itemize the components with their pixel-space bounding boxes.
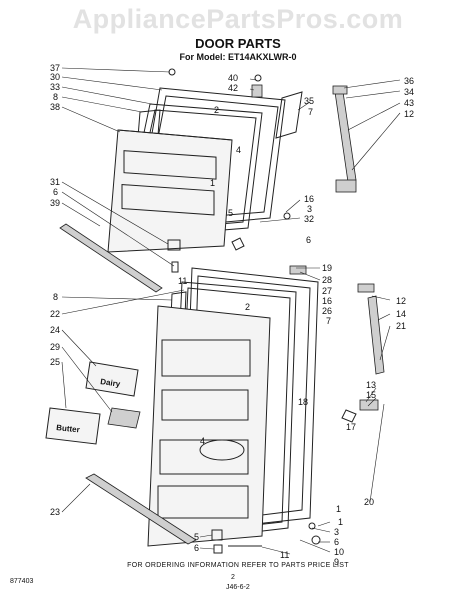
model-subtitle: For Model: ET14AKXLWR-0 — [179, 52, 297, 62]
callout-13: 13 — [366, 380, 376, 390]
callout-24: 24 — [50, 325, 60, 335]
callout-23: 23 — [50, 507, 60, 517]
callout-31: 31 — [50, 177, 60, 187]
callout-35: 35 — [304, 96, 314, 106]
callout-39: 39 — [50, 198, 60, 208]
callout-8-upper: 8 — [53, 92, 58, 102]
upper-hinge-bar — [334, 91, 357, 183]
callout-16-lower: 16 — [322, 296, 332, 306]
fresh-liner-dairy-compartment — [161, 339, 251, 377]
callout-22: 22 — [50, 309, 60, 319]
callout-3-upper: 3 — [307, 204, 312, 214]
dairy-label: Dairy — [100, 377, 122, 389]
callout-3-lower: 3 — [334, 527, 339, 537]
callout-36: 36 — [404, 76, 414, 86]
upper-screw-3 — [283, 212, 291, 220]
callout-40: 40 — [228, 73, 238, 83]
lower-pivot-5 — [211, 529, 223, 541]
callout-6-lower-left: 6 — [194, 543, 199, 553]
callout-29: 29 — [50, 342, 60, 352]
lower-door-bar-23 — [85, 473, 197, 545]
callout-6-upper-left: 6 — [53, 187, 58, 197]
callout-21: 21 — [396, 321, 406, 331]
callout-32: 32 — [304, 214, 314, 224]
callout-5-lower: 5 — [194, 532, 199, 542]
callout-15: 15 — [366, 390, 376, 400]
freezer-liner-shelf-2 — [121, 183, 215, 216]
lower-pivot-6 — [213, 544, 223, 554]
callout-6-lower-right: 6 — [334, 537, 339, 547]
callout-2-upper: 2 — [214, 105, 219, 115]
callout-43: 43 — [404, 98, 414, 108]
callout-20: 20 — [364, 497, 374, 507]
callout-30: 30 — [50, 72, 60, 82]
callout-7-upper: 7 — [308, 107, 313, 117]
callout-1-lower: 1 — [336, 504, 341, 514]
lower-screw-6 — [308, 522, 316, 530]
page-title: DOOR PARTS — [195, 36, 281, 51]
callout-4-lower: 4 — [200, 436, 205, 446]
freezer-shelf-clip-11 — [171, 261, 179, 273]
callout-12-lower: 12 — [396, 296, 406, 306]
upper-hinge-bracket — [335, 179, 357, 193]
butter-tray — [107, 407, 141, 429]
revision-code: J46-6-2 — [226, 584, 250, 591]
callout-1-lower-right: 1 — [338, 517, 343, 527]
callout-1-upper: 1 — [210, 178, 215, 188]
upper-hinge-top — [332, 85, 348, 95]
callout-12-upper: 12 — [404, 109, 414, 119]
freezer-liner-shelf-1 — [123, 150, 217, 180]
callout-16-upper: 16 — [304, 194, 314, 204]
callout-9: 9 — [334, 557, 339, 567]
butter-door — [45, 407, 101, 445]
callout-26: 26 — [322, 306, 332, 316]
callout-27: 27 — [322, 286, 332, 296]
watermark: AppliancePartsPros.com — [72, 4, 404, 34]
callout-6-upper-right: 6 — [306, 235, 311, 245]
callout-34: 34 — [404, 87, 414, 97]
footer-note: FOR ORDERING INFORMATION REFER TO PARTS … — [127, 562, 349, 569]
callout-18: 18 — [298, 397, 308, 407]
part-code: 877403 — [10, 578, 34, 585]
leader-lines — [61, 67, 401, 555]
freezer-liner-rim — [117, 129, 233, 141]
fresh-liner-shelf-mid — [161, 389, 249, 421]
callout-11-mid: 11 — [178, 276, 187, 286]
fresh-liner-shelf-low — [159, 439, 249, 475]
callout-4-upper: 4 — [236, 145, 241, 155]
callout-25: 25 — [50, 357, 60, 367]
callout-42: 42 — [228, 83, 238, 93]
callout-11-lower: 11 — [280, 550, 289, 560]
butter-label: Butter — [56, 423, 80, 434]
upper-bracket-42 — [251, 84, 263, 98]
lower-door-stop-17 — [341, 409, 357, 423]
upper-handle-panel — [275, 91, 303, 139]
callout-38: 38 — [50, 102, 60, 112]
callout-14: 14 — [396, 309, 406, 319]
lower-hinge-bar — [367, 295, 385, 375]
callout-10: 10 — [334, 547, 344, 557]
freezer-screw-6 — [231, 237, 245, 251]
callout-17: 17 — [346, 422, 356, 432]
upper-screw-40 — [254, 74, 262, 82]
callout-8-lower: 8 — [53, 292, 58, 302]
lower-hinge-top — [357, 283, 375, 293]
callout-19: 19 — [322, 263, 332, 273]
callout-5-upper: 5 — [228, 208, 233, 218]
freezer-shelf-bar — [59, 223, 163, 293]
fresh-inner-liner — [147, 305, 271, 547]
dairy-door — [85, 361, 139, 397]
lower-hinge-bracket-28 — [289, 265, 307, 275]
callout-33: 33 — [50, 82, 60, 92]
page-number: 2 — [231, 574, 235, 581]
callout-37: 37 — [50, 63, 60, 73]
fresh-liner-egg-tray — [199, 439, 245, 461]
callout-2-lower: 2 — [245, 302, 250, 312]
fresh-liner-bottom-shelf — [157, 485, 249, 519]
freezer-shelf-clip-31 — [167, 239, 181, 251]
callout-7-lower: 7 — [326, 316, 331, 326]
callout-28: 28 — [322, 275, 332, 285]
lower-screw-10 — [311, 535, 321, 545]
